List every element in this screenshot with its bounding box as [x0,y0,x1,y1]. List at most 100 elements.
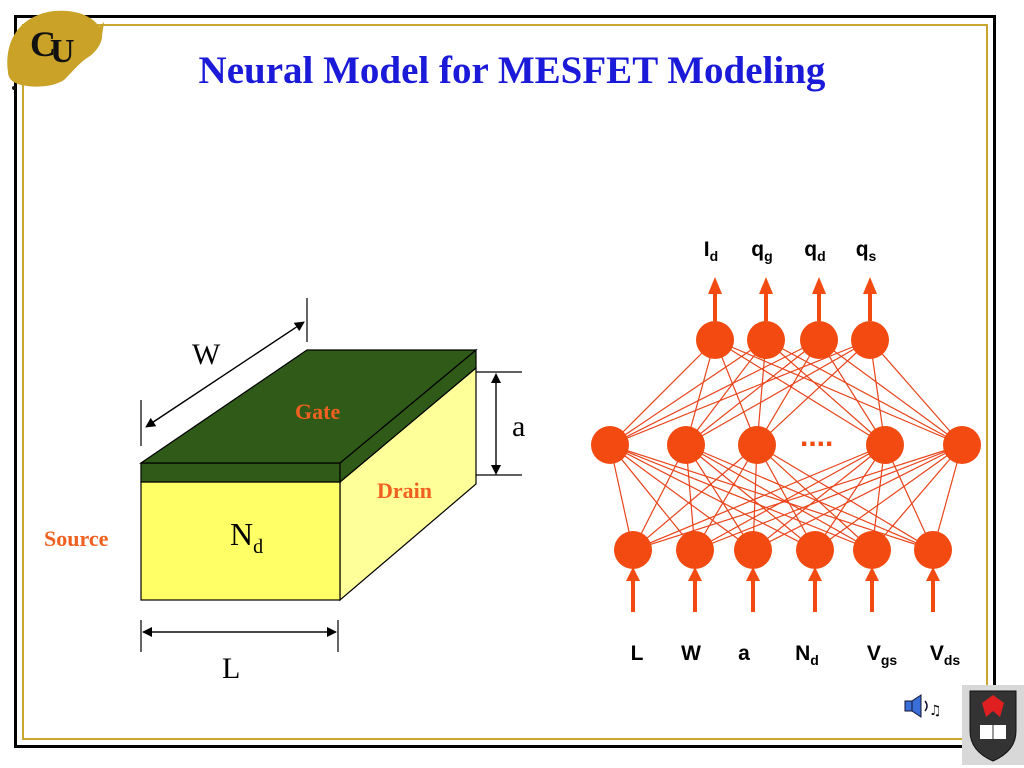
connection-line [765,339,886,446]
connection-line [814,444,886,551]
input-arrowhead [865,567,879,581]
input-node [676,531,714,569]
connection-line [818,339,963,446]
connection-line [814,444,963,551]
connection-line [756,339,820,446]
mesfet-device: W a L Gate Drain Source Nd [44,298,525,685]
connection-line [714,339,963,446]
input-arrowhead [926,567,940,581]
input-label: Vds [930,642,961,668]
connection-line [685,444,754,551]
output-label: qs [856,238,877,264]
connection-line [609,444,816,551]
university-crest-icon [962,685,1024,765]
source-label: Source [44,526,109,551]
connection-line [714,339,886,446]
output-label: qd [804,238,825,264]
connection-line [694,444,758,551]
slide-title: Neural Model for MESFET Modeling [198,49,826,92]
connection-line [609,444,754,551]
connection-line [609,444,873,551]
connection-line [884,444,934,551]
output-node [747,321,785,359]
svg-text:♫: ♫ [929,703,942,719]
connection-line [756,339,871,446]
input-node [734,531,772,569]
input-arrowhead [746,567,760,581]
input-arrowhead [688,567,702,581]
connection-line [609,339,820,446]
output-node [851,321,889,359]
input-node [614,531,652,569]
connection-line [632,444,687,551]
connection-line [685,444,873,551]
input-label: W [681,642,701,665]
connection-line [756,444,816,551]
connection-line [632,444,886,551]
gate-top [139,349,478,464]
connection-line [685,339,871,446]
slide-border-inner [22,24,988,740]
input-arrowhead [808,567,822,581]
connection-line [752,444,963,551]
connection-line [694,444,963,551]
drain-label: Drain [377,478,432,503]
connection-line [818,339,886,446]
hidden-node [866,426,904,464]
input-label: Vgs [867,642,898,668]
network-connections [609,339,963,551]
output-node [800,321,838,359]
connection-line [752,444,886,551]
slide-border-outer [14,15,996,748]
connection-line [685,339,767,446]
hidden-node [738,426,776,464]
hidden-node [667,426,705,464]
speaker-icon[interactable]: ♫ [904,694,942,719]
network-nodes [591,321,981,569]
input-node [853,531,891,569]
output-arrowhead [759,277,773,294]
output-labels: Id qg qd qs [704,238,877,264]
output-arrowhead [708,277,722,294]
input-label: L [631,642,644,665]
connection-line [869,339,963,446]
input-label: Nd [795,642,819,668]
connection-line [609,339,716,446]
connection-line [694,444,886,551]
cu-buffalo-logo: C U [7,10,104,90]
connection-line [609,339,871,446]
output-arrowhead [812,277,826,294]
gate-label: Gate [295,399,340,424]
hidden-ellipsis: .... [800,420,833,453]
hidden-node [943,426,981,464]
w-label: W [192,338,221,371]
svg-text:U: U [50,33,75,70]
input-label: a [738,642,750,665]
connection-line [632,444,758,551]
connection-line [756,444,934,551]
network-arrows [626,277,940,612]
svg-text:C: C [30,24,56,64]
connection-line [685,444,816,551]
connection-line [685,444,934,551]
output-arrowhead [863,277,877,294]
connection-line [609,339,767,446]
output-label: Id [704,238,718,264]
source-face [140,481,341,601]
l-label: L [222,652,240,685]
connection-line [685,339,820,446]
input-arrowhead [626,567,640,581]
gate-front [140,462,341,483]
nd-label: Nd [230,516,263,558]
connection-line [765,339,963,446]
hidden-node [591,426,629,464]
output-label: qg [751,238,772,264]
connection-line [756,444,873,551]
output-node [696,321,734,359]
connection-line [609,444,696,551]
input-node [914,531,952,569]
connection-line [871,444,963,551]
